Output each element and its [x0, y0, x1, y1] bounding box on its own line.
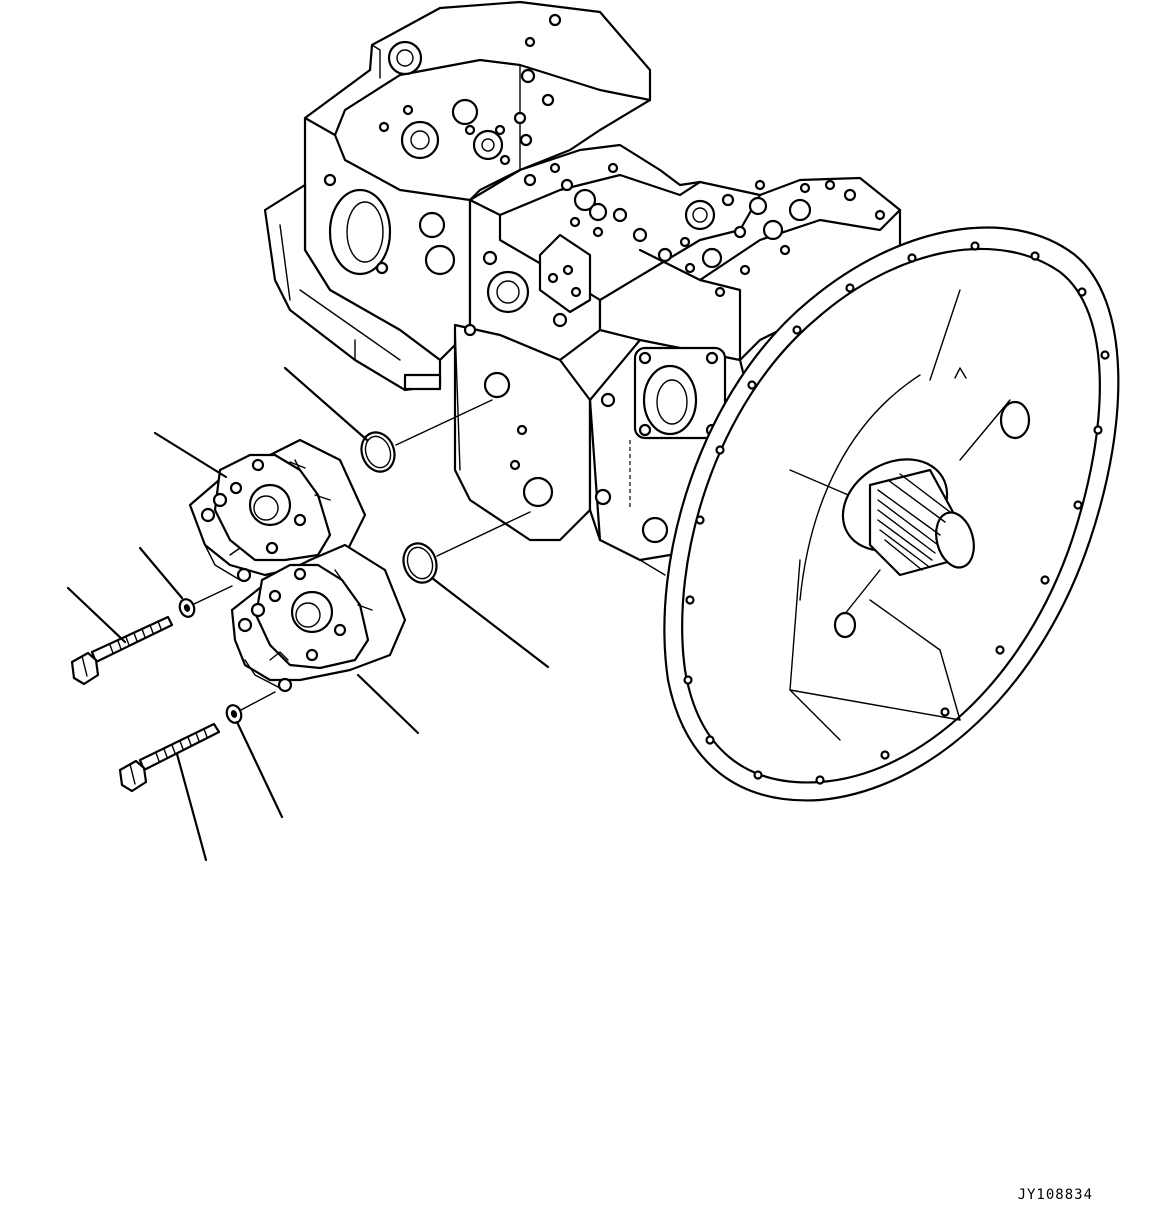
valve-unit-upper	[188, 438, 367, 583]
leader-lines	[66, 366, 550, 862]
drawing-number: JY108834	[1017, 1187, 1093, 1203]
o-ring-upper	[360, 399, 493, 473]
leader-bolt-upper	[66, 586, 127, 644]
leader-washer-lower	[235, 720, 284, 819]
o-ring-lower	[402, 511, 531, 584]
hydraulic-pump-assembly	[263, 0, 1120, 802]
leader-washer-upper	[138, 546, 184, 600]
rear-control-block	[303, 0, 652, 362]
leader-o-ring-lower	[430, 576, 550, 669]
rear-pump-housing	[263, 183, 442, 392]
leader-o-ring-upper	[283, 366, 369, 442]
washer-upper	[178, 585, 233, 618]
bolt-upper	[70, 615, 174, 686]
washer-lower	[225, 691, 276, 724]
middle-control-block	[468, 143, 762, 362]
bolt-lower	[118, 722, 221, 793]
leader-valve-unit-lower	[356, 673, 420, 735]
drive-shaft	[841, 458, 975, 577]
leader-valve-unit-upper	[153, 431, 228, 479]
valve-unit-lower	[230, 543, 407, 693]
leader-bolt-lower	[175, 752, 208, 862]
